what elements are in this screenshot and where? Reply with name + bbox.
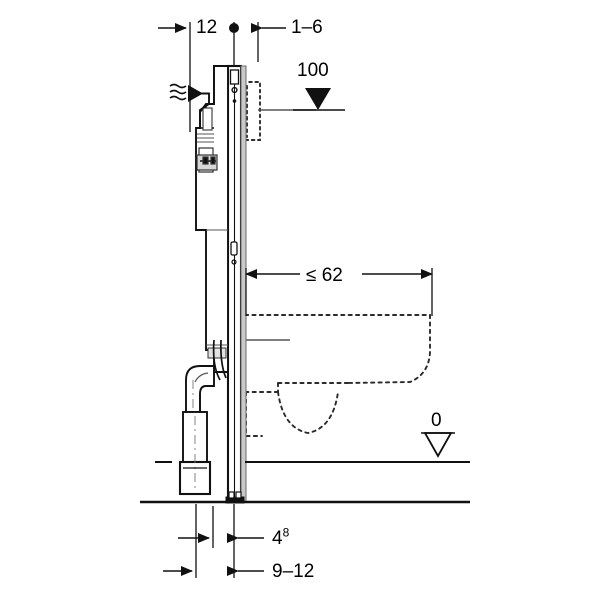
dimension-label-4-8: 48 (272, 525, 290, 549)
water-inlet-icon (169, 83, 210, 128)
cistern-internals (196, 107, 228, 359)
level-marker-0 (421, 432, 455, 458)
support-foot (178, 411, 212, 496)
frame-rail (225, 64, 247, 504)
level-label-100: 100 (297, 60, 329, 81)
drain-elbow (185, 365, 215, 413)
level-label-0: 0 (431, 410, 442, 431)
dimension-label-1-6: 1–6 (291, 17, 323, 38)
dimension-label-9-12: 9–12 (272, 561, 315, 582)
dimension-bottom-group (163, 504, 264, 578)
dimension-label-12: 12 (196, 17, 218, 38)
level-marker-100 (293, 88, 345, 111)
floor-lines (140, 460, 470, 504)
dimension-top-group (158, 22, 286, 132)
dimension-label-4-8-base: 4 (272, 528, 283, 549)
dimension-label-4-8-superscript: 8 (282, 525, 290, 540)
flush-plate-hidden-outline (242, 81, 261, 141)
dimension-62-group (245, 262, 433, 316)
wc-bowl-hidden-outline (244, 314, 431, 437)
dimension-label-62: ≤ 62 (306, 265, 343, 286)
leader-lines (246, 109, 316, 341)
